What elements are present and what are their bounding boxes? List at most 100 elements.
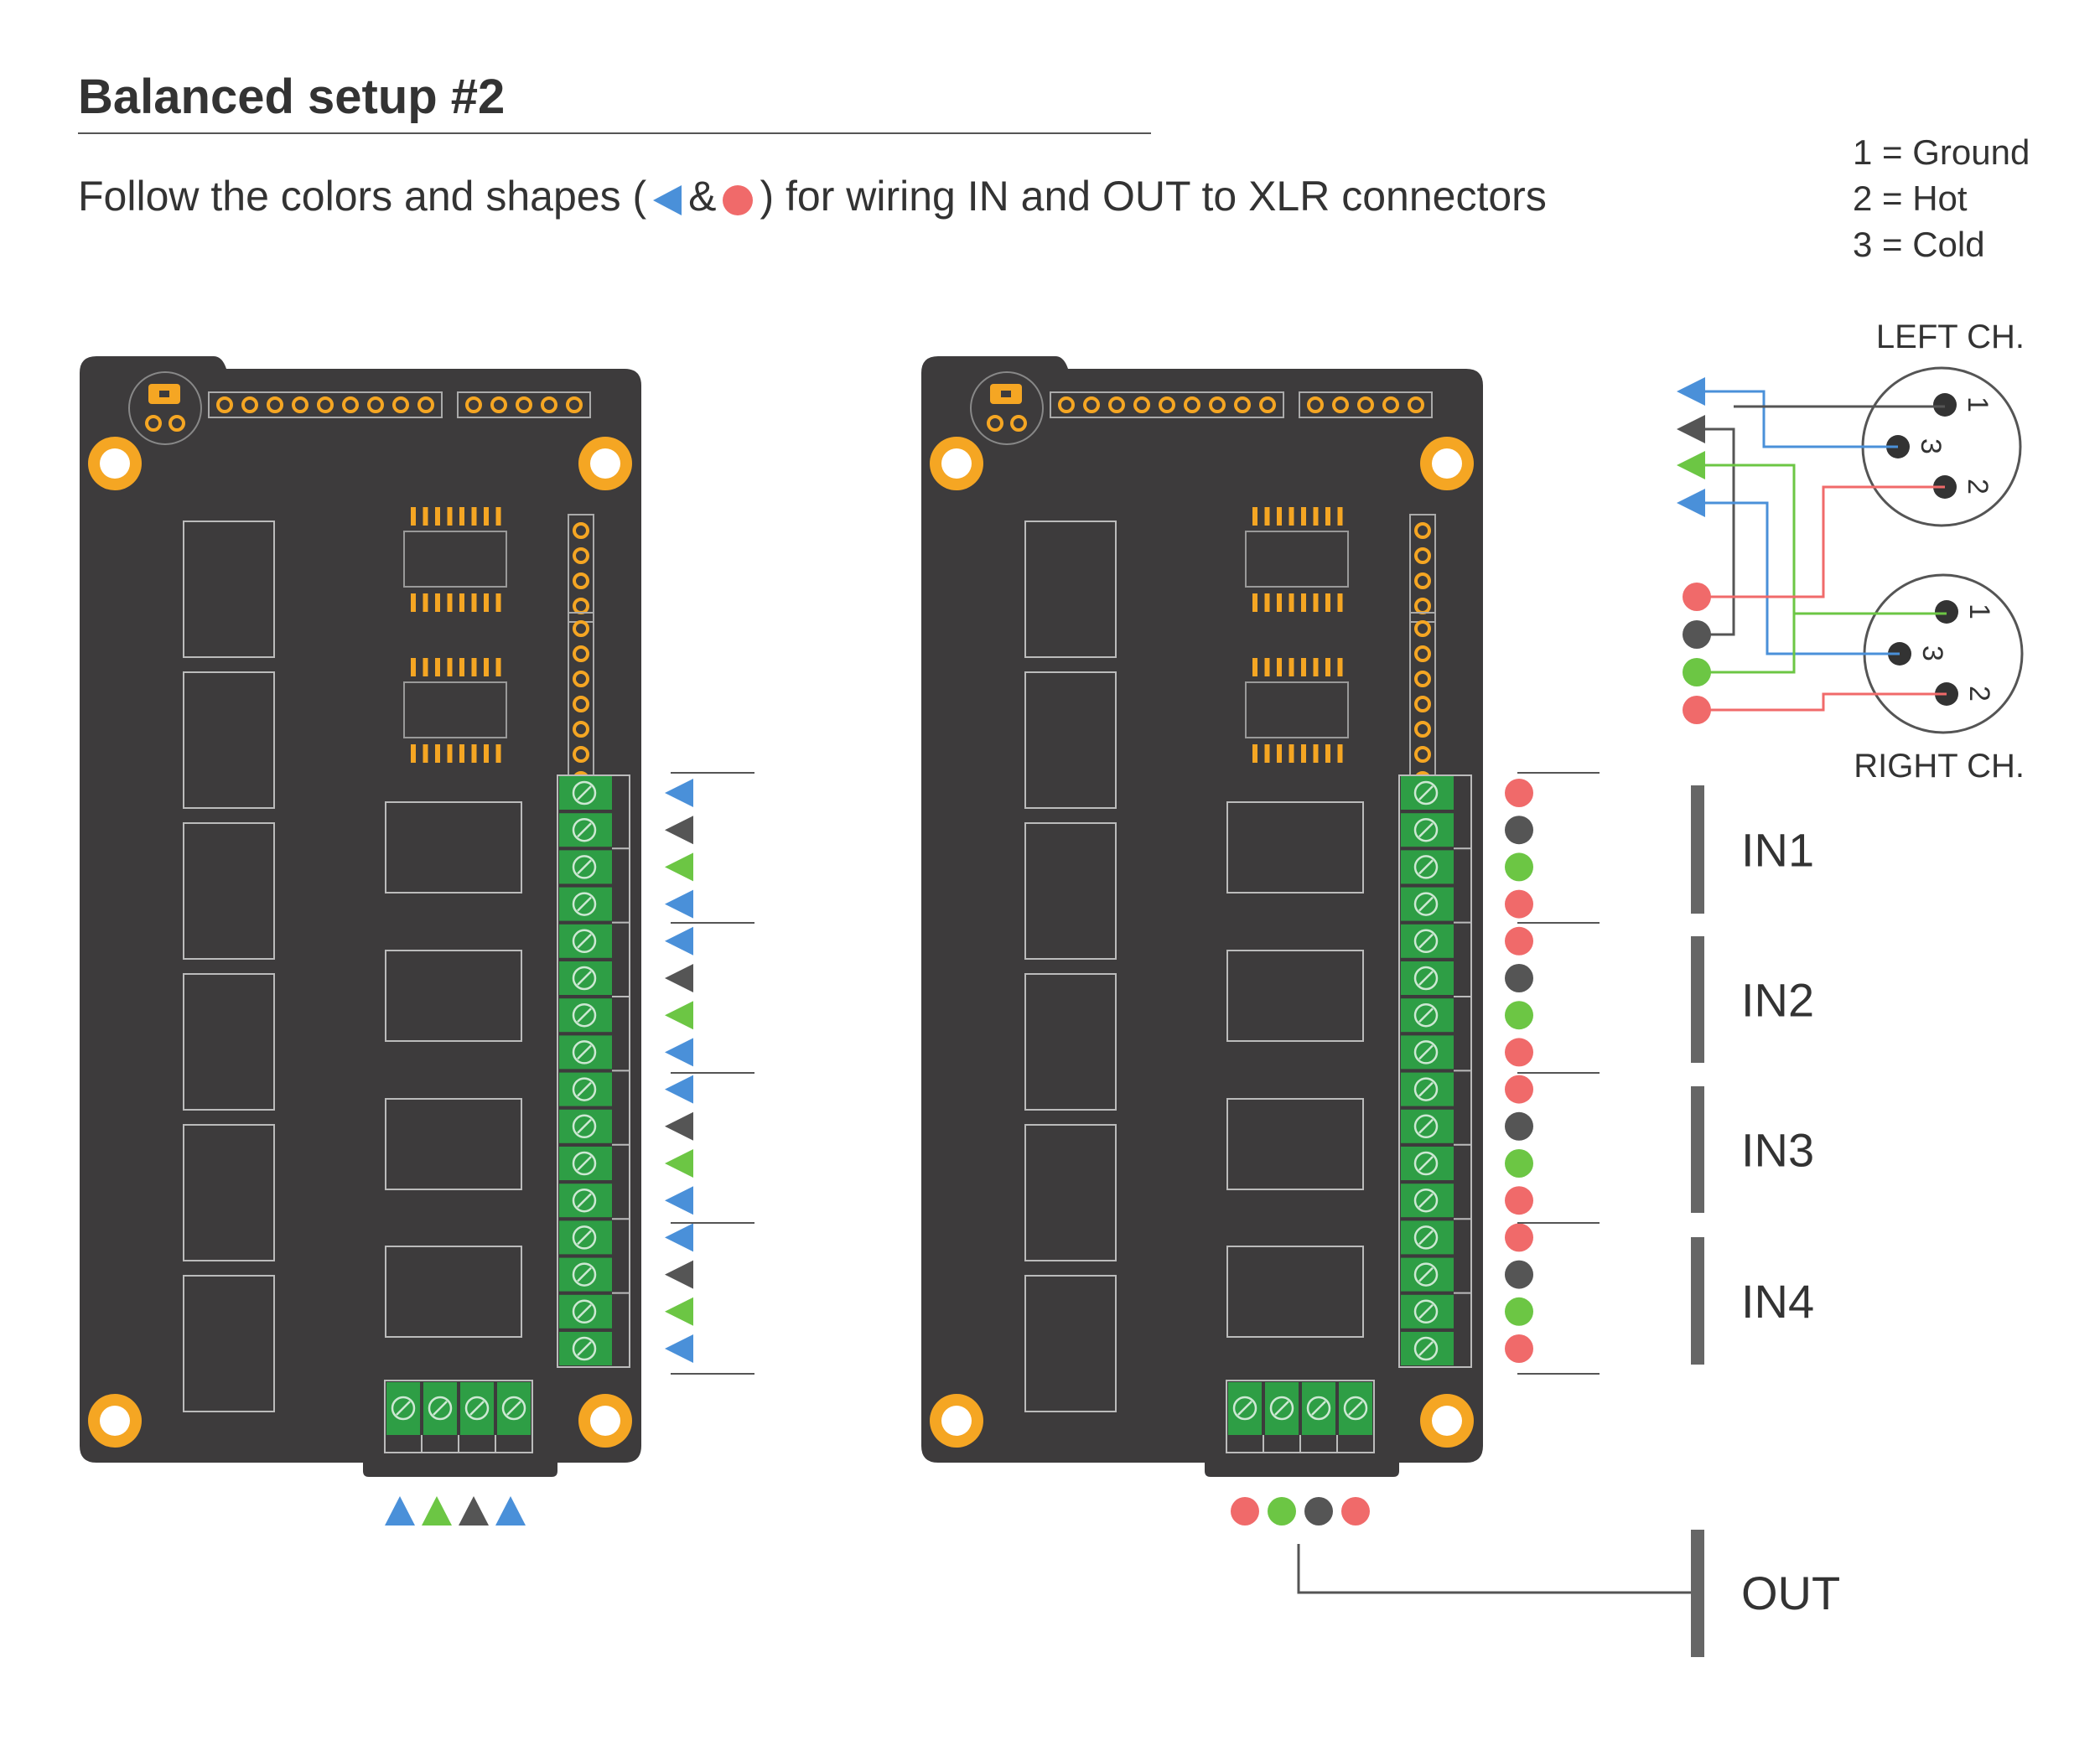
- chip-pin: [447, 593, 453, 612]
- chip-pin: [459, 507, 464, 526]
- output-terminal-screw: [501, 1396, 526, 1421]
- dot-icon: [1505, 1260, 1533, 1289]
- header-pin: [573, 620, 589, 637]
- terminal-screw: [572, 929, 597, 954]
- xlr-pin-number: 2: [1963, 686, 1995, 702]
- terminal-screw-slot: [1418, 1230, 1434, 1246]
- chip-pin: [1289, 593, 1294, 612]
- header-pin: [1234, 396, 1251, 413]
- dot-icon: [1505, 1038, 1533, 1067]
- relay: [183, 1275, 275, 1412]
- terminal-screw-slot: [577, 896, 592, 912]
- chip-pin: [423, 744, 428, 763]
- header-pin: [292, 396, 309, 413]
- triangle-left-icon: [665, 1075, 693, 1104]
- out-leader-line: [1297, 1544, 1698, 1594]
- output-terminal-screw-slot: [1348, 1401, 1363, 1416]
- dot-icon: [1231, 1497, 1259, 1525]
- chip-pin: [1337, 744, 1343, 763]
- header-pin: [1357, 396, 1374, 413]
- terminal-screw-slot: [1418, 822, 1434, 838]
- terminal-screw-slot: [1418, 1044, 1434, 1060]
- header-pin: [1058, 396, 1075, 413]
- legend-ground: 1 = Ground: [1853, 132, 2030, 172]
- header-pin: [1414, 721, 1431, 738]
- output-terminal-screw: [1232, 1396, 1257, 1421]
- header-pin: [1414, 671, 1431, 687]
- triangle-left-icon: [665, 1297, 693, 1326]
- jack-pin: [1010, 415, 1027, 432]
- chip-pin: [435, 507, 440, 526]
- dot-icon: [1505, 1149, 1533, 1178]
- header-pin: [573, 522, 589, 539]
- terminal-screw-slot: [577, 1081, 592, 1097]
- terminal-screw: [572, 1002, 597, 1028]
- triangle-left-icon: [665, 1260, 693, 1289]
- header-pin: [392, 396, 409, 413]
- chip-pin: [1277, 658, 1282, 676]
- header-pin: [417, 396, 434, 413]
- output-terminal-screw: [391, 1396, 416, 1421]
- triangle-left-icon: [665, 852, 693, 882]
- terminal-screw-slot: [577, 859, 592, 875]
- instructions-ampersand: &: [688, 173, 717, 220]
- chip-pin: [1337, 593, 1343, 612]
- header-pin: [367, 396, 384, 413]
- mounting-hole-center: [941, 1406, 972, 1436]
- mounting-hole-center: [100, 1406, 130, 1436]
- header-pin: [573, 572, 589, 589]
- dot-icon: [1683, 620, 1711, 649]
- chip-pin: [1277, 507, 1282, 526]
- header-pin: [541, 396, 557, 413]
- wire-ground-common: [1705, 427, 1735, 636]
- triangle-left-icon: [665, 816, 693, 845]
- relay: [1024, 822, 1117, 960]
- chip-pin: [1301, 744, 1306, 763]
- chip-pin: [471, 658, 477, 676]
- terminal-screw-slot: [577, 1341, 592, 1356]
- terminal-screw-slot: [1418, 1193, 1434, 1209]
- chip-pin: [471, 744, 477, 763]
- triangle-left-icon: [665, 964, 693, 992]
- mounting-hole-center: [590, 1406, 620, 1436]
- mounting-hole-center: [1432, 1406, 1462, 1436]
- terminal-screw: [1413, 1225, 1439, 1250]
- jack-pad-slot: [1001, 391, 1011, 397]
- triangle-left-icon: [665, 926, 693, 956]
- triangle-left-icon: [665, 1038, 693, 1067]
- component: [385, 801, 522, 894]
- jack-outline: [128, 371, 202, 445]
- terminal-screw: [572, 1225, 597, 1250]
- terminal-screw-slot: [577, 971, 592, 986]
- chip-pin: [484, 593, 489, 612]
- output-terminal-screw-slot: [469, 1401, 485, 1416]
- chip-pin: [495, 658, 501, 676]
- chip-pin: [435, 744, 440, 763]
- header-pin: [216, 396, 233, 413]
- terminal-screw: [572, 1077, 597, 1101]
- chip-pin: [1252, 593, 1257, 612]
- output-terminal-screw-slot: [506, 1401, 521, 1416]
- triangle-left-icon: [665, 1186, 693, 1215]
- header-pin: [1209, 396, 1226, 413]
- dot-icon: [1268, 1497, 1296, 1525]
- terminal-screw: [1413, 1077, 1439, 1101]
- component: [1226, 950, 1364, 1042]
- chip-pin: [423, 507, 428, 526]
- terminal-screw: [1413, 817, 1439, 842]
- dot-icon: [1304, 1497, 1333, 1525]
- terminal-screw: [572, 855, 597, 879]
- relay: [183, 521, 275, 658]
- chip-pin: [447, 658, 453, 676]
- terminal-screw-slot: [577, 1230, 592, 1246]
- output-terminal-screw-slot: [1311, 1401, 1326, 1416]
- group-bar: [1691, 785, 1704, 914]
- jack-pin: [987, 415, 1003, 432]
- legend-cold: 3 = Cold: [1853, 225, 1985, 264]
- header-pin: [317, 396, 334, 413]
- triangle-left-icon: [665, 1149, 693, 1178]
- chip-pin: [484, 658, 489, 676]
- chip-pin: [1277, 593, 1282, 612]
- relay: [183, 822, 275, 960]
- pin-header: [208, 391, 443, 418]
